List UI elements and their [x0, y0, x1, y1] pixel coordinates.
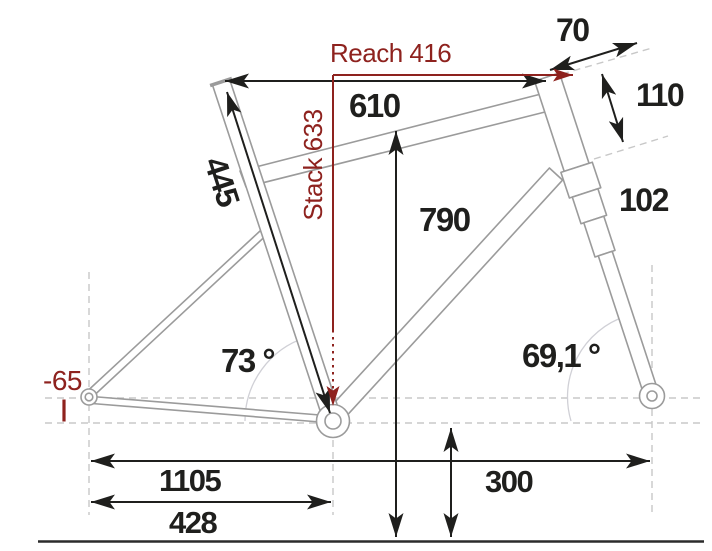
top-tube-label: 610 [349, 87, 400, 124]
stack-label: Stack 633 [298, 109, 328, 220]
stem-dim-line [549, 42, 638, 71]
chainstay-label: 428 [169, 505, 217, 540]
fork-crown-lower [571, 187, 608, 225]
standover-label: 790 [419, 201, 470, 238]
reach-label: Reach 416 [330, 38, 451, 68]
seat-angle-label: 73 ° [221, 342, 274, 379]
seat-tube-dim-line [226, 91, 331, 414]
rear-dropout-axle [84, 392, 94, 402]
bb-height-label: 300 [485, 464, 532, 499]
steerer-label: 102 [619, 182, 669, 218]
head-tube [533, 72, 590, 173]
dimension-lines [38, 42, 704, 543]
wheelbase-label: 1105 [159, 463, 222, 498]
fork-crown-guide [593, 135, 669, 160]
head-angle-arc [566, 315, 626, 422]
head-tube-dim-line [601, 73, 624, 143]
chainstay-tube [91, 395, 327, 424]
head-angle-label: 69,1 ° [522, 337, 600, 374]
stem-label: 70 [556, 12, 589, 48]
reach-stack-lines [62, 68, 573, 422]
bb-drop-label: -65 [43, 365, 82, 396]
fork-leg-lower [597, 250, 658, 391]
fork-leg-upper [582, 215, 616, 258]
fork-crown-upper [560, 161, 602, 199]
front-dropout-axle [646, 390, 658, 402]
measurement-labels: Reach 416 Stack 633 -65 70 110 610 790 1… [43, 12, 685, 540]
frame [80, 72, 666, 439]
bb-shell-inner [324, 412, 342, 430]
head-tube-label: 110 [636, 77, 684, 113]
